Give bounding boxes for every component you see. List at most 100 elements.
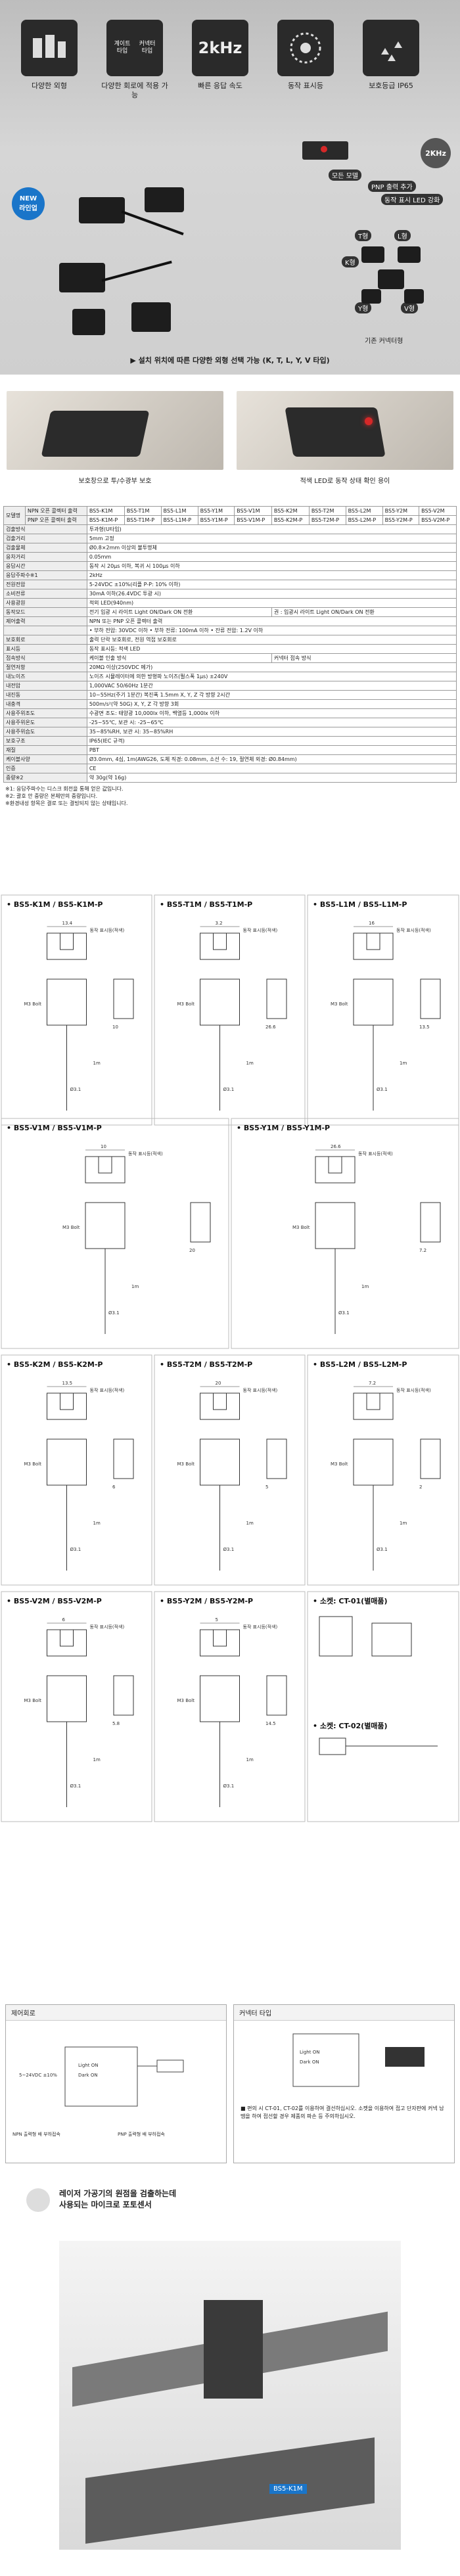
sensor-side-outline: [47, 1438, 87, 1486]
sensor-side-outline: [200, 1675, 240, 1722]
connector-sensor: [361, 289, 381, 304]
spec-value-cell: 20MΩ 이상(250VDC 메가): [86, 662, 457, 672]
indicator-icon: [277, 20, 334, 76]
socket-outline: [319, 1616, 353, 1657]
pnp-caption: PNP 출력형 배 부하접속: [118, 2131, 165, 2137]
machine-base: [85, 2437, 375, 2544]
control-circuit-diagram: 5~24VDC ±10% Light ON Dark ON NPN 출력형 배 …: [12, 2046, 184, 2137]
spec-value-cell: • 부하 전압: 30VDC 이하 • 부하 전류: 100mA 이하 • 잔류…: [86, 626, 457, 635]
sensor-l-type: [59, 263, 105, 292]
sensor-end-outline: [113, 978, 134, 1019]
spec-label-cell: 내진동: [3, 690, 87, 700]
spec-label-cell: 제어출력: [3, 616, 87, 626]
spec-label-cell: 내노이즈: [3, 672, 87, 681]
npn-caption: NPN 출력형 배 부하접속: [12, 2131, 60, 2137]
control-circuit-box: 제어회로 5~24VDC ±10% Light ON Dark ON NPN 출…: [5, 2004, 227, 2163]
cable-dia-label: Ø3.1: [70, 1547, 81, 1552]
spec-label-cell: 내충격: [3, 699, 87, 709]
sensor-slot: [213, 1392, 227, 1410]
cable-dia-label: Ø3.1: [223, 1547, 235, 1552]
sensor-side-outline: [200, 978, 240, 1026]
dimension-text: 6: [62, 1617, 66, 1622]
model-label-cell: 모델명: [3, 506, 26, 525]
drawing-title: • BS5-L1M / BS5-L1M-P: [313, 900, 407, 909]
feature-shapes: 다양한 외형: [13, 20, 85, 91]
sensor-side-outline: [315, 1202, 356, 1249]
spec-value-cell: 5-24VDC ±10%(리플 P-P: 10% 이하): [86, 580, 457, 589]
spec-value-cell: 노이즈 시뮬레이터에 의한 방형파 노이즈(펄스폭 1μs) ±240V: [86, 672, 457, 681]
spec-value-cell: -25~55℃, 보관 시: -25~65℃: [86, 718, 457, 727]
length-label: 1m: [93, 1521, 101, 1526]
npn-head-cell: NPN 오픈 콜렉터 출력: [24, 506, 87, 516]
connector-sensor: [404, 289, 424, 304]
dimension-text: 26.6: [265, 1024, 276, 1030]
connector-title: • 소켓: CT-01(별매품): [313, 1596, 388, 1605]
spec-value-cell: 10~55Hz(주기 1분간) 복진폭 1.5mm X, Y, Z 각 방향 2…: [86, 690, 457, 700]
dimension-text: 3.2: [216, 921, 223, 926]
sensor-slot: [213, 932, 227, 950]
bolt-label: M3 Bolt: [331, 1001, 348, 1007]
model-cell: BS5-T2M-P: [308, 515, 346, 525]
drawing-panel: [1, 1118, 229, 1349]
table-row: • 부하 전압: 30VDC 이하 • 부하 전류: 100mA 이하 • 잔류…: [3, 626, 457, 635]
lineup-text: 라인업: [19, 205, 37, 212]
photo-sensor: [41, 411, 150, 457]
spec-value-cell: 2kHz: [86, 570, 457, 580]
spec-value-cell: 35~85%RH, 보관 시: 35~85%RH: [86, 727, 457, 737]
sensor-side-outline: [47, 1675, 87, 1722]
photo-section: 보호창으로 투/수광부 보호 적색 LED로 동작 상태 확인 용이: [0, 391, 460, 490]
feature-label: 다양한 회로에 적용 가능: [101, 81, 168, 99]
dimension-text: 6: [112, 1484, 116, 1490]
socket-outline: [319, 1737, 346, 1755]
sensor-side-outline: [353, 1438, 394, 1486]
sensor-end-outline: [113, 1675, 134, 1716]
drawing-panel: [154, 1591, 306, 1822]
sensor-slot: [328, 1156, 342, 1174]
drawing-panel: [1, 1591, 152, 1822]
spec-label-cell: 검출물체: [3, 543, 87, 553]
badge-2khz: 2KHz: [421, 138, 451, 168]
drawing-panel: [1, 1354, 152, 1586]
feature-ip: 보호등급 IP65: [355, 20, 427, 91]
dimension-text: 10: [112, 1024, 118, 1030]
drawing-panel: [307, 894, 459, 1126]
spec-value-cell: CE: [86, 764, 457, 773]
connector-sensor: [361, 246, 384, 263]
table-row: 사용주위온도-25~55℃, 보관 시: -25~65℃: [3, 718, 457, 727]
feature-label: 동작 표시등: [287, 81, 324, 90]
spec-label-cell: 응답주파수※1: [3, 570, 87, 580]
model-cell: BS5-K2M-P: [271, 515, 310, 525]
spec-label-cell: 보호구조: [3, 736, 87, 746]
ip-icon: [363, 20, 419, 76]
model-cell: BS5-V1M-P: [234, 515, 272, 525]
dimension-text: 5: [265, 1484, 268, 1490]
sensor-y-type: [131, 302, 171, 332]
model-cell: BS5-Y1M-P: [197, 515, 235, 525]
sensor-slot: [60, 1392, 74, 1410]
tag-y: Y형: [355, 302, 372, 313]
connector-caption: 기존 커넥터형: [365, 338, 403, 345]
dark-on-text: Dark ON: [78, 2073, 98, 2078]
hero-section: 다양한 외형 계이트 타입 커넥터 타입 다양한 회로에 적용 가능 2kHz …: [0, 0, 460, 375]
spec-value-cell: 케이블 인출 방식: [86, 653, 272, 663]
socket-outline: [371, 1622, 412, 1657]
speed-value: 2kHz: [198, 39, 242, 57]
spec-value-cell: 동작 표시등: 적색 LED: [86, 644, 457, 654]
drawing-title: • BS5-Y2M / BS5-Y2M-P: [160, 1597, 253, 1605]
model-cell: BS5-Y2M: [382, 506, 420, 516]
drawing-title: • BS5-L2M / BS5-L2M-P: [313, 1360, 407, 1369]
tag-v: V형: [401, 302, 419, 313]
cable-dia-label: Ø3.1: [377, 1087, 388, 1092]
indicator-label: 동작 표시등(적색): [243, 1624, 278, 1630]
